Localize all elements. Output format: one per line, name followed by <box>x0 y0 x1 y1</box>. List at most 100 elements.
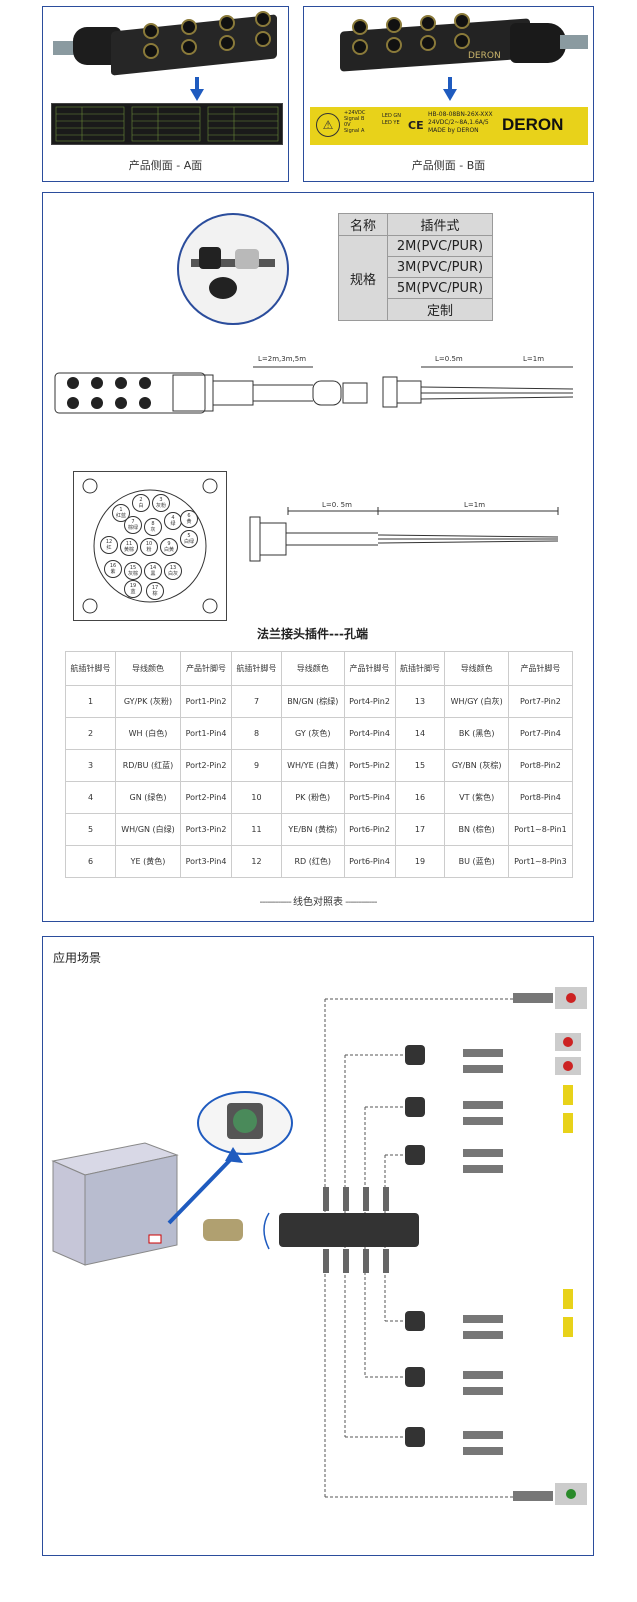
pin-color: 白黄 <box>163 547 174 553</box>
wire-cell: VT (紫色) <box>444 781 509 814</box>
panel-side-b: DERON ⚠ +24VDC Signal B 0V Signal A LED … <box>303 6 594 182</box>
wire-header-cell: 导线颜色 <box>114 651 182 686</box>
pin-color: 蓝 <box>130 589 136 595</box>
label-sigb: Signal B <box>344 116 365 122</box>
wire-cell: Port8-Pin2 <box>507 749 574 782</box>
wire-table-footer: ------------ 线色对照表 ------------ <box>259 897 378 908</box>
pin-number: 7 <box>131 519 135 525</box>
application-title: 应用场景 <box>53 951 102 965</box>
pin-color: 棕绿 <box>127 525 138 531</box>
pin-number: 13 <box>169 565 177 571</box>
wire-header-cell: 产品针脚号 <box>507 651 574 686</box>
pin-number: 9 <box>167 541 171 547</box>
spec-option: 5M(PVC/PUR) <box>387 277 493 299</box>
wire-cell: 19 <box>394 845 446 878</box>
wire-cell: GN (绿色) <box>114 781 182 814</box>
wire-header-cell: 航插针脚号 <box>231 651 282 686</box>
down-arrow-icon <box>190 89 204 101</box>
spec-name-label: 名称 <box>338 213 388 236</box>
connector-photo <box>177 213 289 325</box>
pin-number: 15 <box>129 565 137 571</box>
pin-color: 绿 <box>170 521 176 527</box>
dim-l05: L=0.5m <box>435 355 463 363</box>
technical-drawing-top: L=2m,3m,5m L=0.5m L=1m <box>53 353 583 423</box>
wire-cell: WH (白色) <box>114 717 182 750</box>
pin-color: 白灰 <box>167 571 178 577</box>
label-spec: 24VDC/2~8A,1.6A/5 <box>428 119 489 126</box>
spec-type-value: 插件式 <box>387 213 493 236</box>
pin-label-a <box>51 103 283 145</box>
wire-cell: GY/PK (灰粉) <box>114 685 182 718</box>
pin-color: 黄 <box>186 519 192 525</box>
wire-cell: WH/GN (白绿) <box>114 813 182 846</box>
wire-cell: Port3-Pin2 <box>180 813 232 846</box>
wire-cell: 10 <box>231 781 282 814</box>
label-led-gn: LED GN <box>382 113 401 119</box>
label-made: MADE by DERON <box>428 127 479 134</box>
pin-color: 灰 <box>150 527 156 533</box>
wire-header-cell: 航插针脚号 <box>65 651 116 686</box>
pin-color: 红 <box>106 545 112 551</box>
caption-side-b: 产品侧面 - B面 <box>411 159 486 172</box>
wire-cell: GY/BN (灰棕) <box>444 749 509 782</box>
warning-icon: ⚠ <box>316 113 340 137</box>
wire-cell: 12 <box>231 845 282 878</box>
panel-side-a: 产品侧面 - A面 <box>42 6 289 182</box>
pin-color: 黄棕 <box>123 547 134 553</box>
pin-number: 12 <box>105 539 113 545</box>
control-cabinet <box>49 1141 179 1267</box>
wire-cell: BN/GN (棕绿) <box>280 685 345 718</box>
wire-table-footer-label: 线色对照表 <box>293 897 343 908</box>
wire-cell: Port2-Pin2 <box>180 749 232 782</box>
dim-l1b: L=1m <box>464 501 486 509</box>
wire-cell: 9 <box>231 749 282 782</box>
pin-number: 4 <box>171 515 175 521</box>
wire-cell: 7 <box>231 685 282 718</box>
pin-number: 19 <box>129 583 137 589</box>
wire-table-header: 航插针脚号导线颜色产品针脚号航插针脚号导线颜色产品针脚号航插针脚号导线颜色产品针… <box>65 651 574 686</box>
pin-color: 灰棕 <box>127 571 138 577</box>
wire-cell: Port7-Pin4 <box>507 717 574 750</box>
wire-table: 航插针脚号导线颜色产品针脚号航插针脚号导线颜色产品针脚号航插针脚号导线颜色产品针… <box>65 651 574 878</box>
spec-spec-label: 规格 <box>338 235 388 321</box>
technical-drawing-flange: L=0. 5m L=1m <box>248 501 578 575</box>
pin-number: 17 <box>151 585 159 591</box>
pin-number: 5 <box>187 533 191 539</box>
dim-l1: L=1m <box>523 355 545 363</box>
wire-cell: BN (棕色) <box>444 813 509 846</box>
label-0v: 0V <box>344 122 351 128</box>
pin-number: 10 <box>145 541 153 547</box>
panel-application: 应用场景 <box>42 936 594 1556</box>
wire-header-cell: 产品针脚号 <box>180 651 232 686</box>
wire-cell: Port7-Pin2 <box>507 685 574 718</box>
wire-cell: RD (红色) <box>280 845 345 878</box>
flange-zoom-circle <box>197 1091 293 1155</box>
product-label-b: ⚠ +24VDC Signal B 0V Signal A LED GN LED… <box>310 107 588 145</box>
wire-cell: Port6-Pin2 <box>343 813 396 846</box>
wire-cell: Port4-Pin2 <box>343 685 396 718</box>
wire-cell: Port1~8-Pin3 <box>507 845 574 878</box>
wire-cell: 3 <box>65 749 116 782</box>
label-siga: Signal A <box>344 128 365 134</box>
pin-color: 白绿 <box>183 539 194 545</box>
wire-header-cell: 导线颜色 <box>280 651 345 686</box>
wire-cell: 2 <box>65 717 116 750</box>
pin-number: 14 <box>149 565 157 571</box>
pin-number: 6 <box>187 513 191 519</box>
wire-cell: BK (黑色) <box>444 717 509 750</box>
